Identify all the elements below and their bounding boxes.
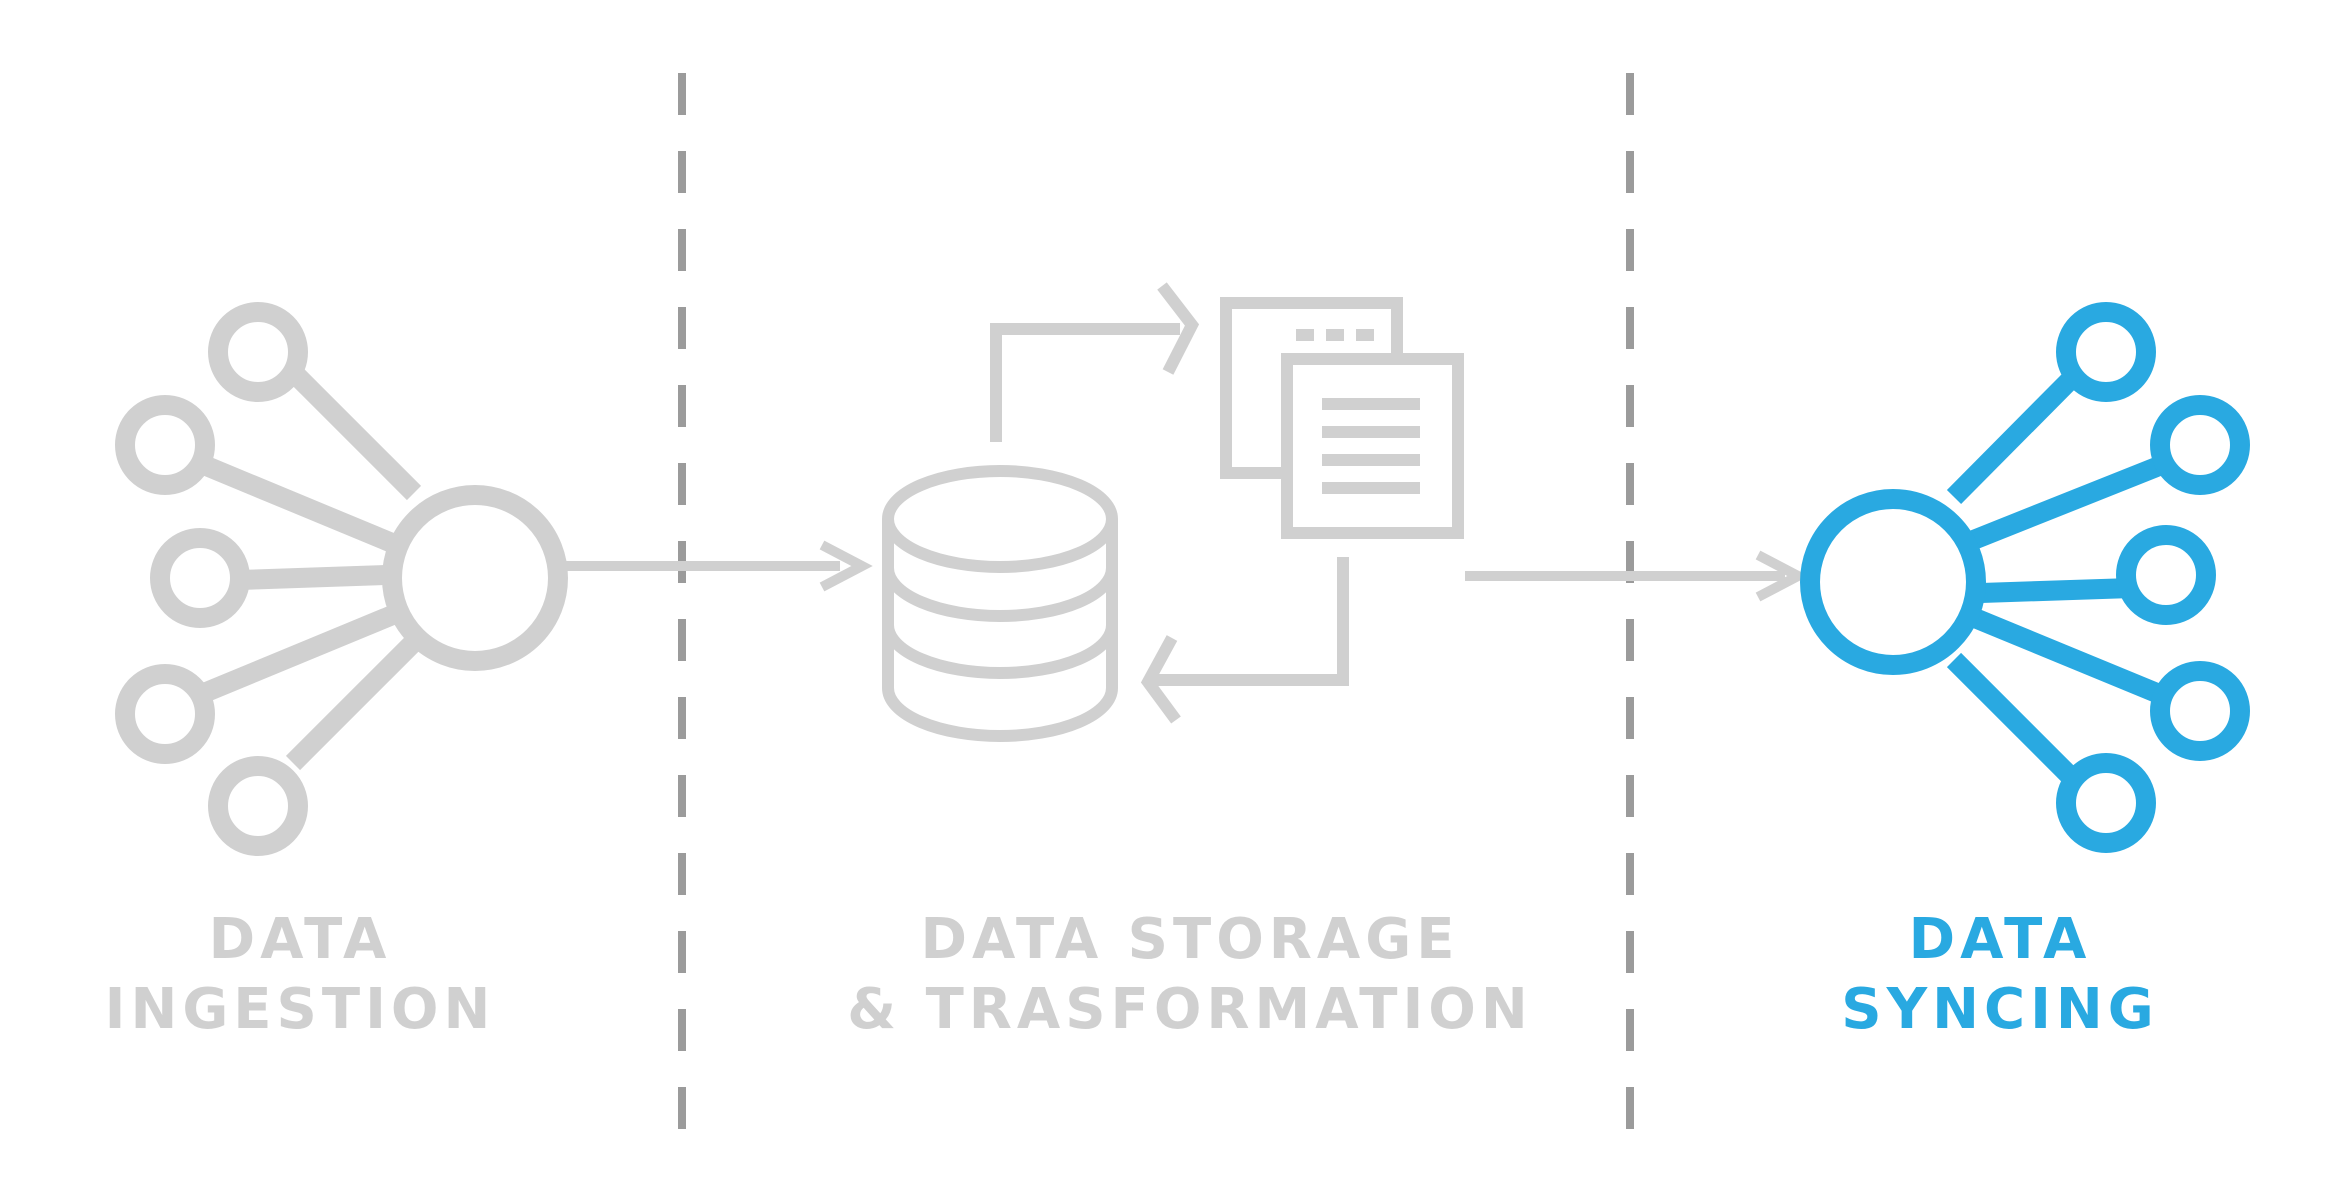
syncing-hub-icon: [1800, 302, 2250, 853]
document-front: [1281, 353, 1464, 539]
ingestion-node-2: [115, 395, 215, 495]
stage-label-storage-line2: & TRASFORMATION: [847, 977, 1533, 1042]
syncing-node-2: [2150, 395, 2250, 495]
ingestion-node-1: [208, 302, 308, 402]
stage-label-syncing-line1: DATA: [1908, 907, 2092, 972]
stage-label-storage: DATA STORAGE & TRASFORMATION: [830, 905, 1550, 1045]
arrow-database-to-documents: [990, 282, 1200, 442]
stage-label-storage-line1: DATA STORAGE: [920, 907, 1460, 972]
stage-label-syncing: DATA SYNCING: [1760, 905, 2240, 1045]
ingestion-node-5: [208, 756, 308, 856]
stage-label-syncing-line2: SYNCING: [1841, 977, 2159, 1042]
arrow-ingestion-to-storage: [560, 540, 873, 592]
ingestion-center-node: [382, 485, 568, 671]
stage-label-ingestion-line1: DATA: [208, 907, 392, 972]
database-icon: [882, 465, 1118, 742]
ingestion-node-3: [150, 528, 250, 628]
arrow-documents-to-database: [1140, 557, 1349, 724]
ingestion-hub-icon: [115, 302, 568, 856]
stage-label-ingestion-line2: INGESTION: [104, 977, 496, 1042]
syncing-node-3: [2116, 525, 2216, 625]
ingestion-node-4: [115, 664, 215, 764]
syncing-center-node: [1800, 489, 1986, 675]
syncing-node-4: [2150, 661, 2250, 761]
arrow-storage-to-syncing: [1465, 550, 1809, 602]
syncing-node-1: [2056, 302, 2156, 402]
documents-icon: [1220, 297, 1464, 539]
stage-label-ingestion: DATA INGESTION: [40, 905, 560, 1045]
syncing-node-5: [2056, 753, 2156, 853]
section-dividers: [678, 73, 1634, 1140]
